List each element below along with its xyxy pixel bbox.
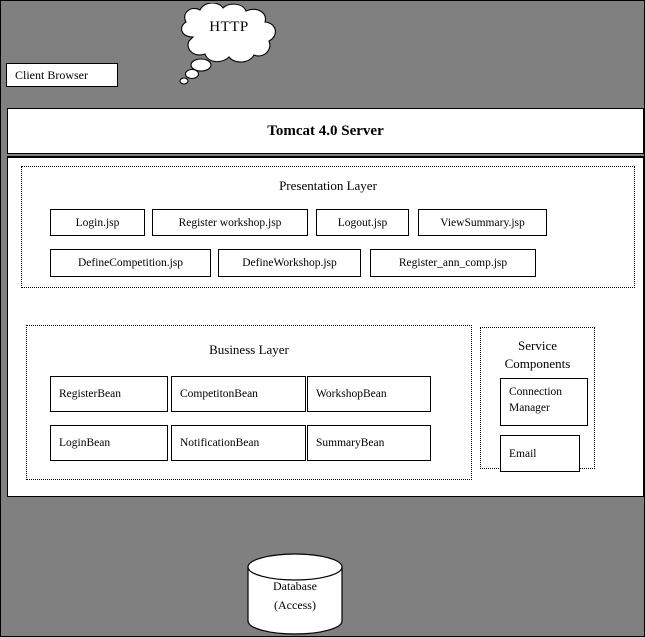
business-layer-title: Business Layer	[209, 342, 289, 357]
client-browser-node: Client Browser	[6, 63, 118, 87]
connection-manager-line1: Connection	[509, 386, 563, 398]
http-cloud: HTTP	[171, 3, 287, 91]
tomcat-server-title-bar: Tomcat 4.0 Server	[7, 108, 644, 154]
service-components-title-line1: Service	[518, 338, 557, 353]
database-label-line2: (Access)	[274, 597, 316, 612]
business-layer-container: Business Layer RegisterBean CompetitonBe…	[26, 325, 472, 480]
presentation-layer-title: Presentation Layer	[279, 178, 377, 193]
thought-cloud-icon	[179, 3, 276, 85]
node-notificationbean[interactable]: NotificationBean	[171, 425, 306, 461]
node-login-jsp[interactable]: Login.jsp	[50, 209, 145, 236]
database-label: Database (Access)	[246, 577, 344, 614]
node-defineworkshop-jsp[interactable]: DefineWorkshop.jsp	[218, 249, 361, 277]
node-loginbean[interactable]: LoginBean	[50, 425, 168, 461]
node-connection-manager[interactable]: Connection Manager	[500, 378, 588, 426]
node-summarybean[interactable]: SummaryBean	[307, 425, 431, 461]
node-workshopbean[interactable]: WorkshopBean	[307, 376, 431, 412]
presentation-layer-container: Presentation Layer Login.jsp Register wo…	[21, 166, 635, 288]
service-components-container: Service Components Connection Manager Em…	[480, 327, 595, 472]
node-viewsummary-jsp[interactable]: ViewSummary.jsp	[418, 209, 547, 236]
node-email[interactable]: Email	[500, 435, 580, 472]
node-logout-jsp[interactable]: Logout.jsp	[316, 209, 409, 236]
node-competitonbean[interactable]: CompetitonBean	[171, 376, 306, 412]
page-title: Tomcat 4.0 Server	[267, 122, 384, 139]
database-node: Database (Access)	[246, 553, 344, 635]
database-cylinder-icon	[247, 553, 343, 635]
service-components-title: Service Components	[481, 337, 594, 372]
service-components-title-line2: Components	[504, 355, 571, 371]
node-registerbean[interactable]: RegisterBean	[50, 376, 168, 412]
tomcat-server-body: Presentation Layer Login.jsp Register wo…	[7, 156, 644, 497]
connection-manager-line2: Manager	[509, 401, 550, 414]
database-label-line1: Database	[273, 579, 317, 593]
node-register-workshop-jsp[interactable]: Register workshop.jsp	[152, 209, 308, 236]
client-browser-label: Client Browser	[15, 67, 88, 82]
node-definecompetition-jsp[interactable]: DefineCompetition.jsp	[50, 249, 211, 277]
node-register-ann-comp-jsp[interactable]: Register_ann_comp.jsp	[370, 249, 536, 277]
http-label: HTTP	[209, 19, 249, 35]
